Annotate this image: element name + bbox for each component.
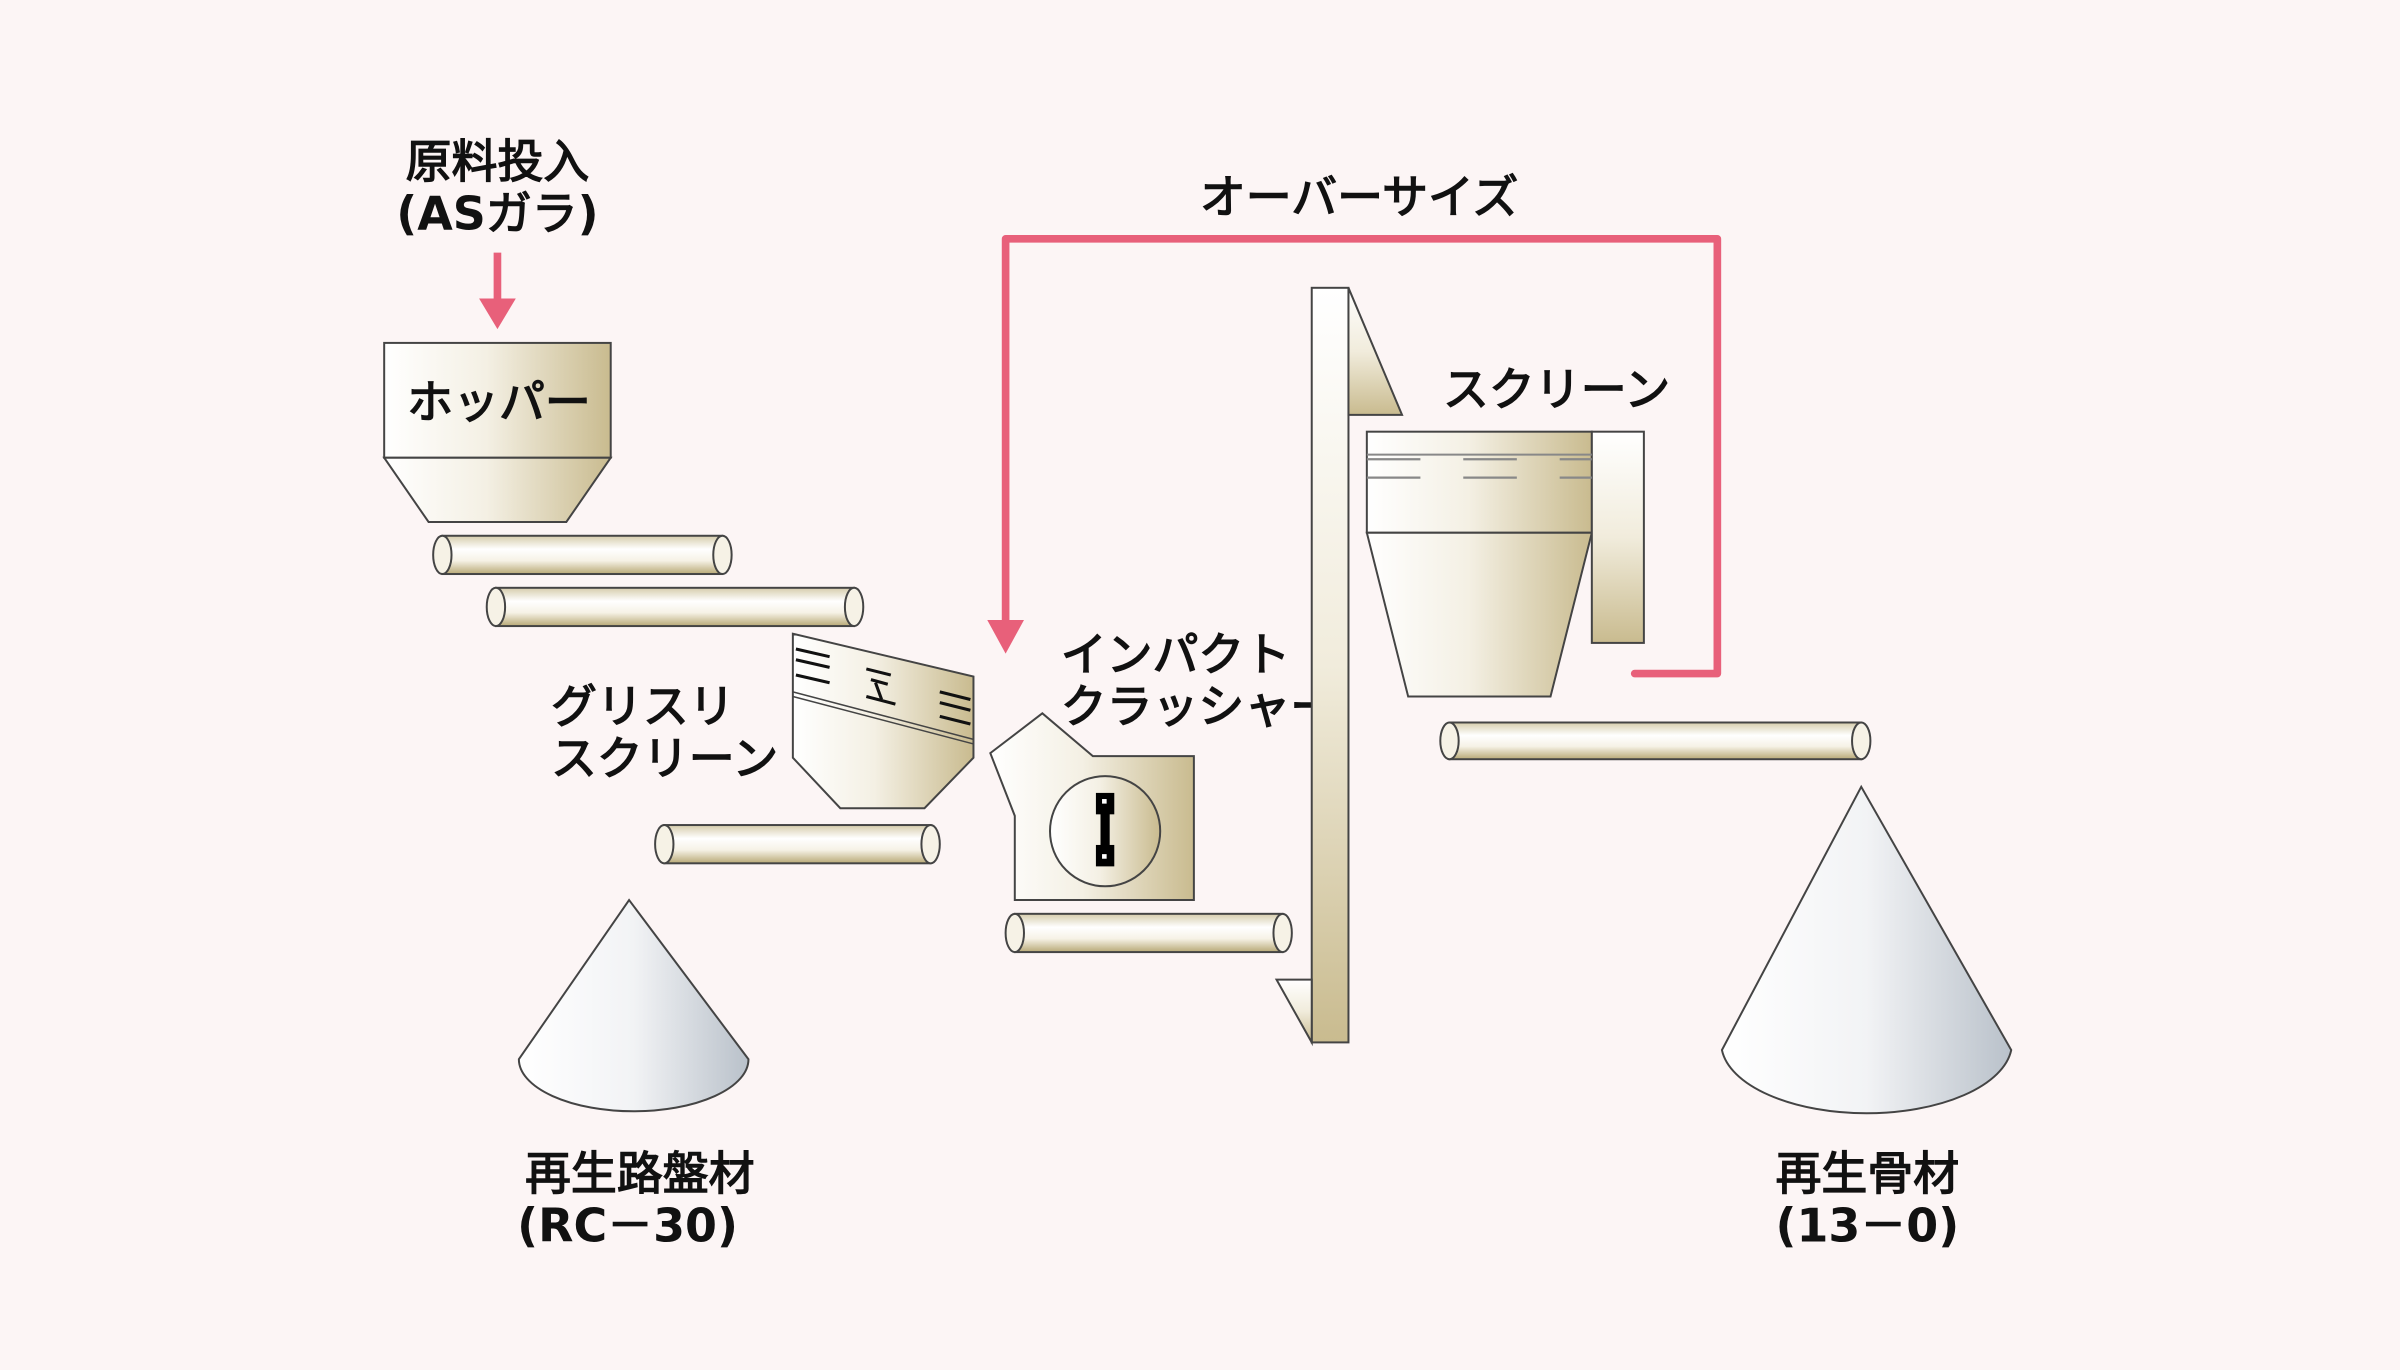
bucket-elevator <box>1274 286 1404 1047</box>
conveyor-3 <box>654 824 941 865</box>
output1-label: 再生路盤材 <box>525 1146 755 1200</box>
conveyor-1 <box>432 534 733 576</box>
grizzly-screen <box>791 632 975 810</box>
output2-label: 再生骨材 <box>1776 1146 1960 1200</box>
crusher-label: インパクト <box>1061 627 1291 681</box>
hopper-label: ホッパー <box>407 375 591 429</box>
input-sublabel: (ASガラ) <box>396 187 598 241</box>
grizzly-label: グリスリ <box>551 680 735 734</box>
conveyor-2 <box>485 586 865 628</box>
screen-label: スクリーン <box>1443 363 1670 417</box>
pile-recycled-aggregate <box>1720 784 2013 1115</box>
pile-recycled-base-material <box>517 898 750 1113</box>
grizzly-sublabel: スクリーン <box>551 732 778 786</box>
crusher-sublabel: クラッシャー <box>1061 680 1336 734</box>
impact-crusher <box>989 712 1195 902</box>
oversize-return-arrow-icon <box>987 235 1722 678</box>
oversize-label: オーバーサイズ <box>1200 170 1519 224</box>
conveyor-5 <box>1439 721 1872 761</box>
hopper <box>382 341 613 523</box>
rotor-icon <box>1095 792 1115 867</box>
input-arrow-icon <box>479 252 516 330</box>
output2-sublabel: (13－0) <box>1775 1198 1959 1252</box>
input-label: 原料投入 <box>406 135 590 189</box>
output1-sublabel: (RC－30) <box>517 1198 738 1252</box>
conveyor-4 <box>1004 912 1293 954</box>
vibrating-screen <box>1365 430 1645 698</box>
